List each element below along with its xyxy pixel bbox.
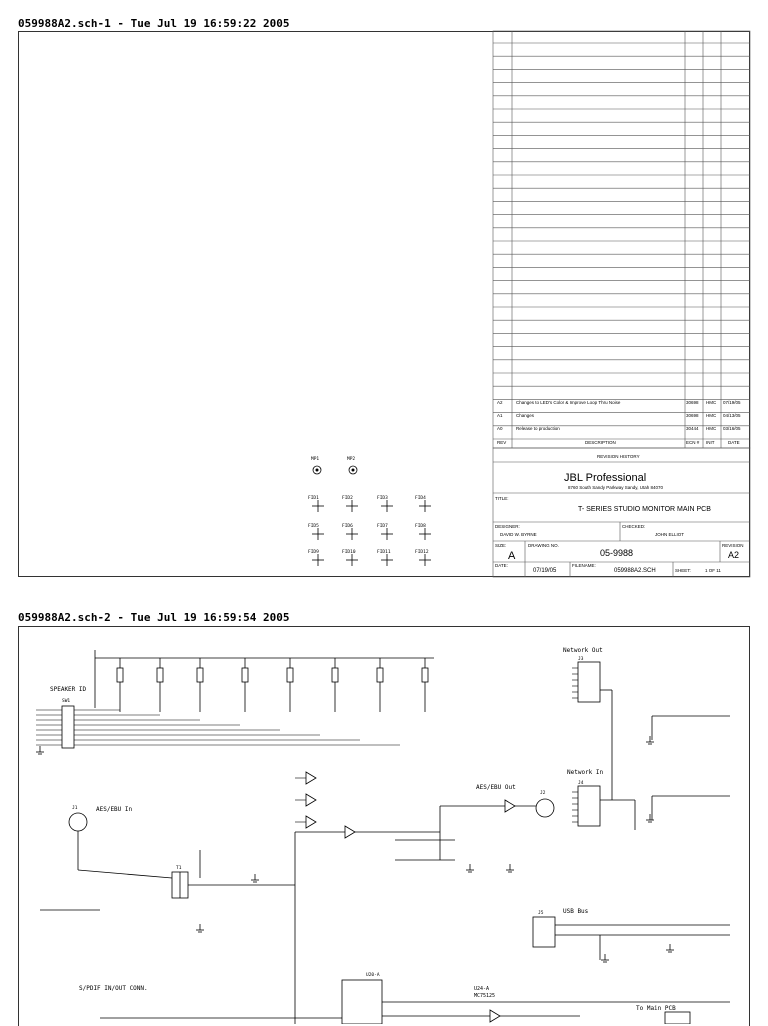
rev-a2-code: A2: [497, 400, 503, 405]
fiducial-label: FID9: [308, 549, 319, 555]
rev-a0-ecn: 30444: [686, 426, 699, 431]
label-to-main: To Main PCB: [636, 1005, 676, 1012]
label-j1: J1: [72, 805, 78, 811]
drawing-title: T- SERIES STUDIO MONITOR MAIN PCB: [578, 506, 711, 513]
size-value: A: [508, 550, 516, 562]
rev-a1-code: A1: [497, 413, 503, 418]
label-j3: J3: [578, 656, 584, 662]
date-label: DATE:: [495, 563, 508, 568]
label-aes-out: AES/EBU Out: [476, 784, 516, 791]
company-name: JBL Professional: [564, 472, 646, 484]
label-usb: USB Bus: [563, 908, 589, 915]
label-u24: U24-A: [474, 986, 489, 992]
rev-header-date: DATE: [728, 440, 740, 445]
rev-a0-date: 03/16/05: [723, 426, 741, 431]
rev-header-desc: DESCRIPTION: [585, 440, 616, 445]
revision-rows: A2 Changes to LED's Color & Improve Loop…: [497, 400, 741, 445]
fiducial-label: FID4: [415, 495, 426, 501]
sheet2-header: 059988A2.sch-2 - Tue Jul 19 16:59:54 200…: [18, 611, 290, 624]
revision-history-label: REVISION HISTORY: [597, 454, 640, 459]
label-speaker-id: SPEAKER ID: [50, 686, 87, 693]
label-u24-part: MC75125: [474, 993, 495, 999]
checked-name: JOHN ELLIOT: [655, 532, 684, 537]
rev-header-init: INIT: [706, 440, 715, 445]
revision-label: REVISION: [722, 543, 744, 548]
fiducial-label: FID1: [308, 495, 319, 501]
mount-label-2: MP2: [347, 456, 355, 462]
sheet1-frame: [18, 31, 750, 577]
label-u20: U20-A: [366, 972, 380, 978]
title-block: REVISION HISTORY JBL Professional 8760 S…: [492, 447, 751, 578]
fiducial-label: FID12: [415, 549, 429, 555]
checked-label: CHECKED:: [622, 524, 645, 529]
label-network-out: Network Out: [563, 647, 603, 654]
fiducial-label: FID3: [377, 495, 388, 501]
size-label: SIZE:: [495, 543, 506, 548]
sheet2-schematic: SPEAKER ID SW1 AES/EBU In J1 T1 AES/EBU …: [36, 647, 730, 1024]
sheet1-header: 059988A2.sch-1 - Tue Jul 19 16:59:22 200…: [18, 17, 290, 30]
filename-label: FILENAME:: [572, 563, 596, 568]
revision-value: A2: [728, 550, 739, 560]
drawing-no: 05-9988: [600, 548, 633, 558]
rev-header-ecn: ECN #: [686, 440, 700, 445]
rev-a2-init: HMC: [706, 400, 717, 405]
fiducial-label: FID7: [377, 523, 388, 529]
fiducial-label: FID8: [415, 523, 426, 529]
label-j2: J2: [540, 790, 546, 796]
rev-a2-ecn: 30698: [686, 400, 699, 405]
rev-a0-desc: Release to production: [516, 426, 560, 431]
rev-a2-desc: Changes to LED's Color & Improve Loop Th…: [516, 400, 621, 405]
rev-a1-desc: Changes: [516, 413, 535, 418]
sheet-value: 1 OF 11: [705, 568, 721, 573]
mount-holes: MP1 MP2: [311, 456, 358, 475]
label-network-in: Network In: [567, 769, 604, 776]
designer-label: DESIGNER:: [495, 524, 520, 529]
rev-a0-code: A0: [497, 426, 503, 431]
fiducial-label: FID6: [342, 523, 353, 529]
filename-value: 059988A2.SCH: [614, 568, 656, 574]
sheet2-frame: [18, 626, 750, 1026]
company-address: 8760 South Sandy Parkway Sandy, Utah 840…: [568, 485, 663, 490]
revision-grid: [492, 30, 751, 449]
label-t1: T1: [176, 865, 182, 871]
fiducial-label: FID2: [342, 495, 353, 501]
mount-label-1: MP1: [311, 456, 319, 462]
rev-a1-init: HMC: [706, 413, 717, 418]
date-value: 07/19/05: [533, 568, 557, 574]
title-label: TITLE:: [495, 496, 509, 501]
rev-a2-date: 07/19/05: [723, 400, 741, 405]
label-j5: J5: [538, 910, 544, 916]
rev-a1-ecn: 30698: [686, 413, 699, 418]
fiducial-label: FID11: [377, 549, 391, 555]
label-sw1: SW1: [62, 698, 70, 704]
rev-a1-date: 04/13/05: [723, 413, 741, 418]
label-aes-in: AES/EBU In: [96, 806, 133, 813]
label-j4: J4: [578, 780, 584, 786]
designer-name: DAVID W. BYRNE: [500, 532, 537, 537]
fiducial-label: FID5: [308, 523, 319, 529]
sheet-label: SHEET:: [675, 568, 691, 573]
rev-header-rev: REV: [497, 440, 506, 445]
fiducial-label: FID10: [342, 549, 356, 555]
label-spdif: S/PDIF IN/OUT CONN.: [79, 985, 148, 992]
drawing-no-label: DRAWING NO.: [528, 543, 559, 548]
rev-a0-init: HMC: [706, 426, 717, 431]
